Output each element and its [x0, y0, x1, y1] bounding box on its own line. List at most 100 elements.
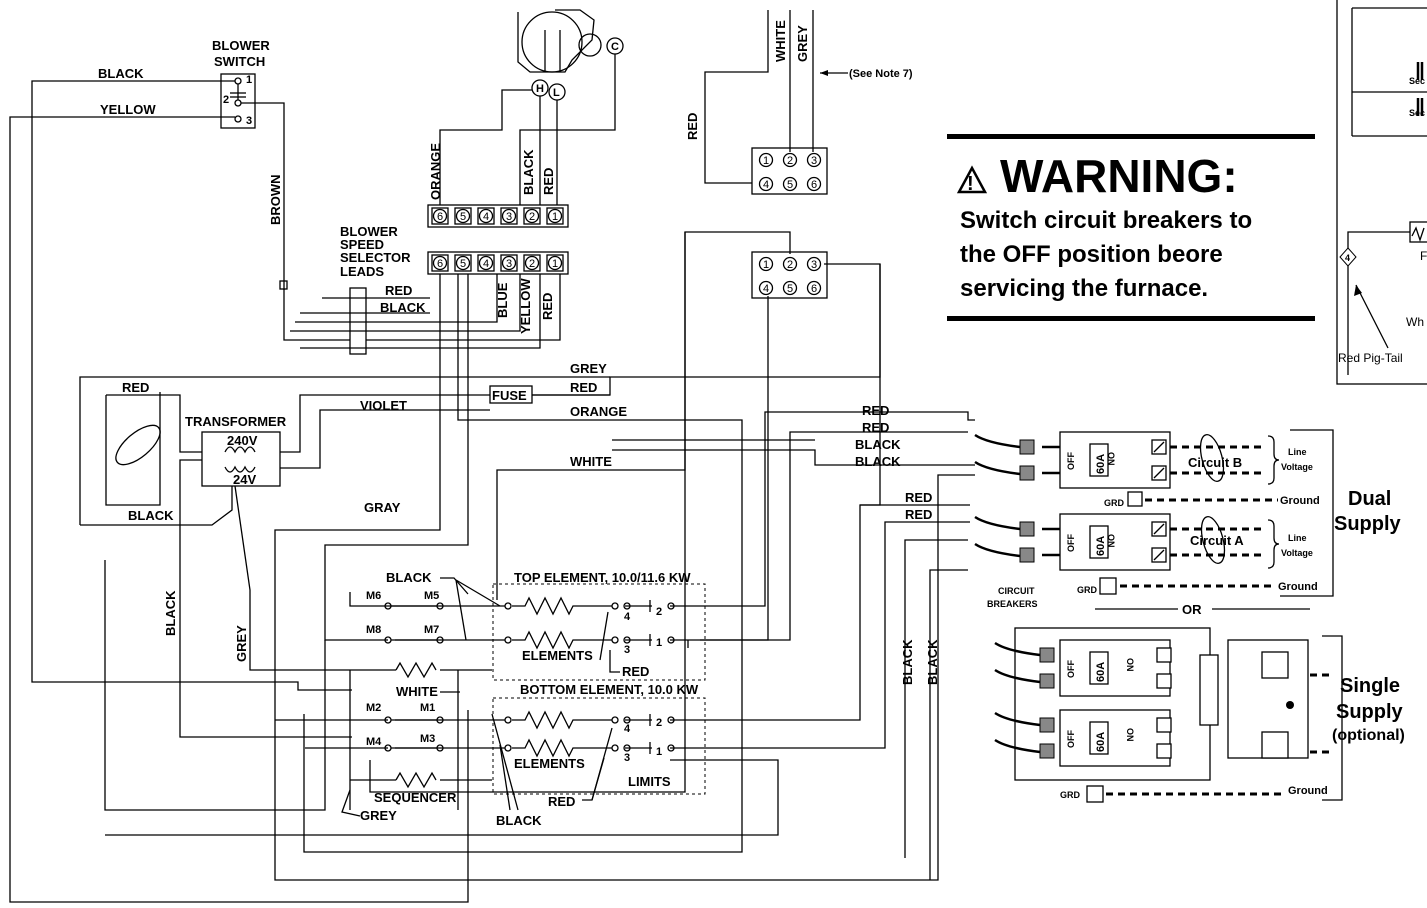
ground-1: Ground: [1280, 495, 1320, 507]
tstat-terminal: [782, 256, 798, 272]
motor-h: H: [536, 83, 544, 95]
tstat-terminal: [758, 280, 774, 296]
limit-3-bottom: 3: [624, 752, 630, 764]
inset-pigtail: Red Pig-Tail: [1338, 351, 1403, 365]
elements-label-top: ELEMENTS: [522, 648, 593, 663]
breaker-feed: [974, 542, 1021, 558]
wire-label-black-seq: BLACK: [386, 570, 432, 585]
dual-supply-1: Dual: [1348, 488, 1391, 510]
tstat-terminal: [782, 280, 798, 296]
tstat-terminal: [806, 280, 822, 296]
tstat-terminal: [806, 256, 822, 272]
terminal-box: [546, 254, 564, 272]
breaker-body: [1059, 639, 1171, 697]
breaker-on: ON: [1125, 658, 1135, 672]
wire-label-red-motor: RED: [541, 168, 556, 195]
tstat-terminal-number: 5: [787, 283, 793, 295]
screw-slot: [1153, 549, 1165, 561]
terminal-circle: [524, 255, 540, 271]
limit-1-bottom: 1: [656, 746, 662, 758]
wire-label-red-trans: RED: [122, 380, 149, 395]
tstat-terminal: [806, 176, 822, 192]
tstat-terminal-number: 6: [811, 283, 817, 295]
terminal-box: [454, 254, 472, 272]
top-element-label: TOP ELEMENT, 10.0/11.6 KW: [514, 570, 691, 585]
terminal-circle: [501, 255, 517, 271]
terminal-box: [431, 254, 449, 272]
screw-slot: [1153, 467, 1165, 479]
transformer-title: TRANSFORMER: [185, 414, 287, 429]
terminal-number: 1: [552, 211, 558, 223]
terminal-box: [454, 207, 472, 225]
terminal-number: 4: [483, 211, 489, 223]
terminal-number: 2: [529, 258, 535, 270]
breaker-body: [1059, 709, 1171, 767]
breaker-feed: [994, 738, 1041, 754]
tstat-terminal-number: 1: [763, 155, 769, 167]
circuit-b-label: Circuit B: [1188, 455, 1242, 470]
wire-label-black-top: BLACK: [98, 66, 144, 81]
limit-contact: [623, 744, 631, 752]
m2: M2: [366, 702, 381, 714]
breaker-lug: [1039, 717, 1055, 733]
breaker-lug: [1019, 547, 1035, 563]
wire-label-red-a1: RED: [905, 490, 932, 505]
wire-label-red-el: RED: [622, 664, 649, 679]
blower-switch-title-2: SWITCH: [214, 54, 265, 69]
tstat-terminal: [782, 152, 798, 168]
transformer-secondary: 24V: [233, 472, 256, 487]
or-label: OR: [1182, 602, 1202, 617]
m6: M6: [366, 590, 381, 602]
inset-diagram: Sec Sec F 4 Wh Red Pig-Tail: [1336, 0, 1427, 385]
wire-label-orange-v: ORANGE: [428, 143, 443, 200]
wire-label-red-a2: RED: [905, 507, 932, 522]
speed-line4: LEADS: [340, 264, 384, 279]
limit-1-top: 1: [656, 637, 662, 649]
terminal-number: 2: [529, 211, 535, 223]
elements-area: TOP ELEMENT, 10.0/11.6 KW BOTTOM ELEMENT…: [341, 570, 706, 828]
terminal-box: [477, 207, 495, 225]
grd-3: GRD: [1060, 790, 1081, 800]
breaker-lug: [1039, 647, 1055, 663]
wire-label-grey-h: GREY: [570, 361, 607, 376]
tstat-terminal: [758, 256, 774, 272]
screw: [1156, 717, 1172, 733]
tstat-terminal: [806, 152, 822, 168]
wire-label-white-top: WHITE: [773, 20, 788, 62]
breaker-lug: [1019, 521, 1035, 537]
terminal-circle: [455, 208, 471, 224]
warning-line2: the OFF position beore: [960, 241, 1223, 268]
screw-slot: [1153, 441, 1165, 453]
terminal-circle: [547, 208, 563, 224]
tstat-terminal: [758, 152, 774, 168]
limit-3-top: 3: [624, 644, 630, 656]
blower-switch: BLOWER SWITCH 1 2 3: [212, 38, 270, 129]
fuse-label: FUSE: [492, 388, 527, 403]
breaker-on: ON: [1125, 728, 1135, 742]
terminal-number: 1: [552, 258, 558, 270]
breaker-rating: 60A: [1095, 454, 1107, 474]
bus-link: [1199, 654, 1219, 726]
wire-label-black-el: BLACK: [496, 813, 542, 828]
wire-label-brown: BROWN: [268, 174, 283, 225]
breaker-rating: 60A: [1095, 536, 1107, 556]
terminal-box: [523, 207, 541, 225]
breaker-handle: [1089, 525, 1109, 559]
breaker-off: OFF: [1066, 730, 1076, 748]
tstat-terminal-number: 2: [787, 259, 793, 271]
tstat-terminal-number: 4: [763, 283, 769, 295]
limit-4-top: 4: [624, 611, 631, 623]
wire-label-grey-top: GREY: [795, 25, 810, 62]
tstat-terminal-number: 3: [811, 259, 817, 271]
circuit-a-label: Circuit A: [1190, 533, 1244, 548]
transformer: TRANSFORMER 240V 24V: [185, 414, 287, 487]
breaker-off: OFF: [1066, 452, 1076, 470]
inset-sec2: Sec: [1409, 108, 1425, 118]
note-7: (See Note 7): [849, 68, 913, 80]
panel-bolt: [1286, 701, 1294, 709]
wire-label-black-trans: BLACK: [128, 508, 174, 523]
tstat-terminal-number: 4: [763, 179, 769, 191]
